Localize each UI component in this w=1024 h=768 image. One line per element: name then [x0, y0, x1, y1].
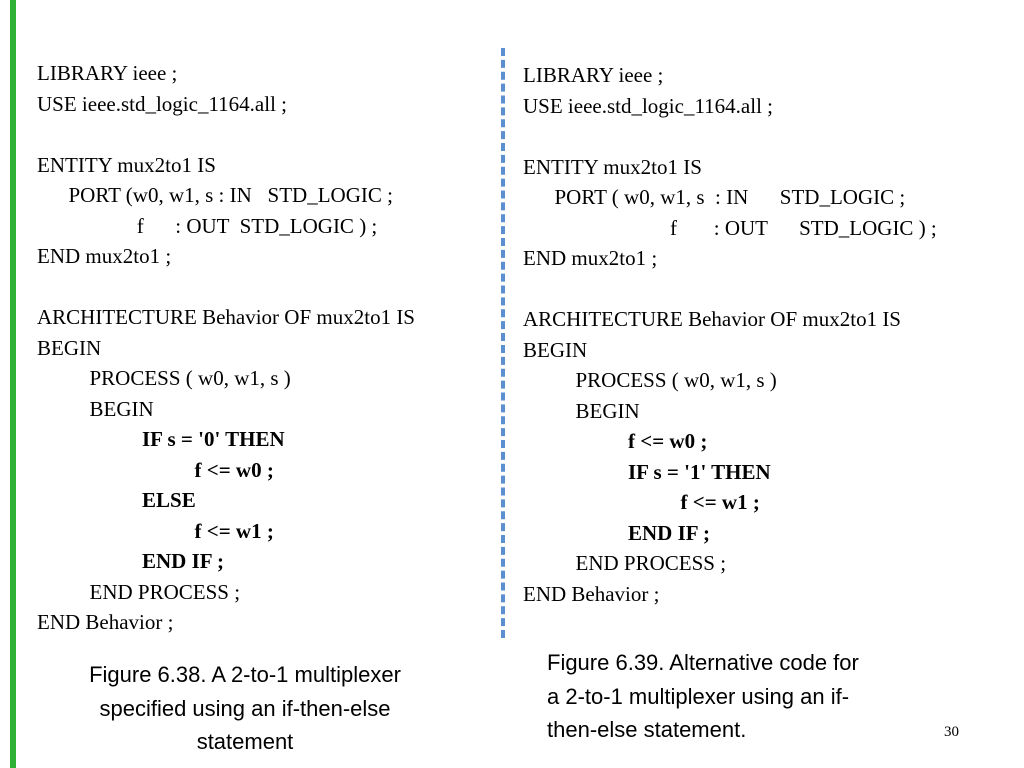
- code-line: PORT (w0, w1, s : IN STD_LOGIC ;: [37, 183, 393, 207]
- caption-line: Figure 6.39. Alternative code for: [547, 650, 859, 675]
- code-line: END mux2to1 ;: [37, 244, 172, 268]
- code-line: f <= w1 ;: [523, 490, 760, 514]
- code-line: PROCESS ( w0, w1, s ): [523, 368, 777, 392]
- code-line: LIBRARY ieee ;: [37, 61, 178, 85]
- code-line: LIBRARY ieee ;: [523, 63, 664, 87]
- code-line: END Behavior ;: [523, 581, 660, 606]
- code-line: ELSE: [37, 488, 196, 512]
- code-line: f : OUT STD_LOGIC ) ;: [37, 213, 378, 238]
- code-line: ENTITY mux2to1 IS: [523, 154, 702, 179]
- code-line: f <= w0 ;: [523, 429, 708, 453]
- code-line: BEGIN: [37, 396, 154, 421]
- code-line: f <= w0 ;: [37, 457, 274, 482]
- code-line: END Behavior ;: [37, 610, 174, 634]
- code-line: IF s = '1' THEN: [523, 459, 771, 484]
- page-number: 30: [944, 724, 959, 740]
- figure-caption-right: Figure 6.39. Alternative code for a 2-to…: [547, 646, 967, 747]
- code-line: END IF ;: [523, 520, 711, 545]
- code-line: USE ieee.std_logic_1164.all ;: [37, 91, 288, 116]
- code-line: BEGIN: [523, 398, 640, 423]
- code-line: PROCESS ( w0, w1, s ): [37, 366, 291, 390]
- code-line: END mux2to1 ;: [523, 246, 658, 270]
- accent-bar: [10, 0, 16, 768]
- code-line: USE ieee.std_logic_1164.all ;: [523, 93, 774, 118]
- caption-line: statement: [196, 729, 294, 754]
- caption-line: a 2-to-1 multiplexer using an if-: [547, 683, 850, 709]
- code-line: [523, 121, 937, 152]
- code-line: END IF ;: [37, 549, 225, 573]
- code-line: ARCHITECTURE Behavior OF mux2to1 IS: [37, 305, 415, 329]
- code-listing-right: LIBRARY ieee ; USE ieee.std_logic_1164.al…: [523, 60, 937, 609]
- code-line: f <= w1 ;: [37, 518, 274, 543]
- code-line: ENTITY mux2to1 IS: [37, 152, 216, 177]
- code-line: ARCHITECTURE Behavior OF mux2to1 IS: [523, 307, 901, 331]
- code-line: [523, 274, 937, 305]
- figure-caption-left: Figure 6.38. A 2-to-1 multiplexer specif…: [30, 658, 460, 759]
- column-divider: [501, 48, 505, 638]
- code-line: [37, 272, 415, 303]
- code-line: END PROCESS ;: [37, 579, 241, 604]
- code-line: [37, 119, 415, 150]
- code-line: END PROCESS ;: [523, 551, 727, 575]
- caption-line: Figure 6.38. A 2-to-1 multiplexer: [89, 662, 401, 687]
- code-line: BEGIN: [523, 337, 588, 362]
- code-line: BEGIN: [37, 335, 102, 360]
- code-line: PORT ( w0, w1, s : IN STD_LOGIC ;: [523, 185, 906, 209]
- code-listing-left: LIBRARY ieee ; USE ieee.std_logic_1164.al…: [37, 58, 415, 638]
- caption-line: specified using an if-then-else: [99, 695, 391, 721]
- code-line: f : OUT STD_LOGIC ) ;: [523, 215, 937, 240]
- code-line: IF s = '0' THEN: [37, 427, 285, 451]
- caption-line: then-else statement.: [547, 717, 747, 742]
